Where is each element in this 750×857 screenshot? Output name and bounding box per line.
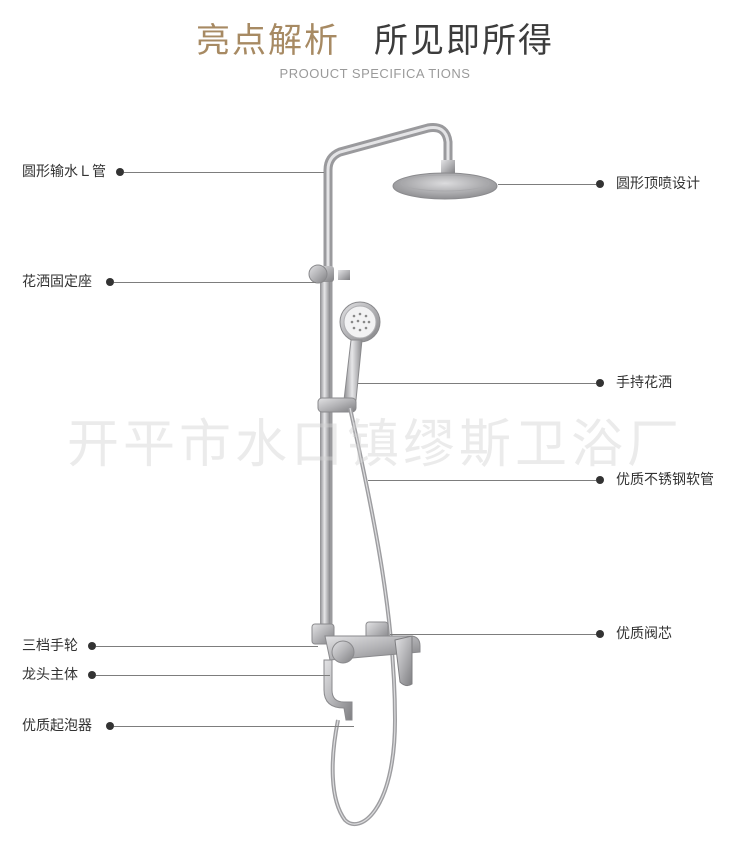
watermark-text: 开平市水口镇缪斯卫浴厂	[66, 415, 683, 475]
callout-dot-knob	[88, 642, 96, 650]
callout-line-aerator	[114, 726, 354, 727]
callout-line-holder	[114, 282, 316, 283]
label-aerator: 优质起泡器	[22, 718, 92, 734]
callout-dot-hand-shower	[596, 379, 604, 387]
label-hose: 优质不锈钢软管	[616, 472, 714, 488]
title-main: 所见即所得	[374, 21, 554, 61]
callout-dot-hose	[596, 476, 604, 484]
valve-handle	[394, 635, 413, 687]
callout-dot-holder	[106, 278, 114, 286]
callout-line-body	[96, 675, 330, 676]
callout-line-valve	[390, 634, 596, 635]
label-valve: 优质阀芯	[616, 626, 672, 642]
callout-line-pipe	[124, 172, 324, 173]
callout-dot-aerator	[106, 722, 114, 730]
title-highlight: 亮点解析	[196, 21, 340, 61]
spout	[323, 659, 353, 721]
callout-dot-top-spray	[596, 180, 604, 188]
label-hand-shower: 手持花洒	[616, 375, 672, 391]
callout-line-knob	[96, 646, 318, 647]
callout-dot-valve	[596, 630, 604, 638]
callout-line-hand-shower	[358, 383, 596, 384]
page-subtitle: PROOUCT SPECIFICA TIONS	[279, 66, 471, 81]
callout-dot-body	[88, 671, 96, 679]
label-knob: 三档手轮	[22, 638, 78, 654]
label-body: 龙头主体	[22, 667, 78, 683]
label-pipe: 圆形输水Ｌ管	[22, 164, 106, 180]
label-top-spray: 圆形顶喷设计	[616, 176, 700, 192]
callout-line-top-spray	[498, 184, 596, 185]
hand-shower	[339, 301, 381, 401]
page-title: 亮点解析所见即所得	[0, 18, 750, 64]
callout-dot-pipe	[116, 168, 124, 176]
header: 亮点解析所见即所得 PROOUCT SPECIFICA TIONS	[0, 18, 750, 81]
callout-line-hose	[368, 480, 596, 481]
rain-shower-head	[392, 172, 498, 200]
label-holder: 花洒固定座	[22, 274, 92, 290]
